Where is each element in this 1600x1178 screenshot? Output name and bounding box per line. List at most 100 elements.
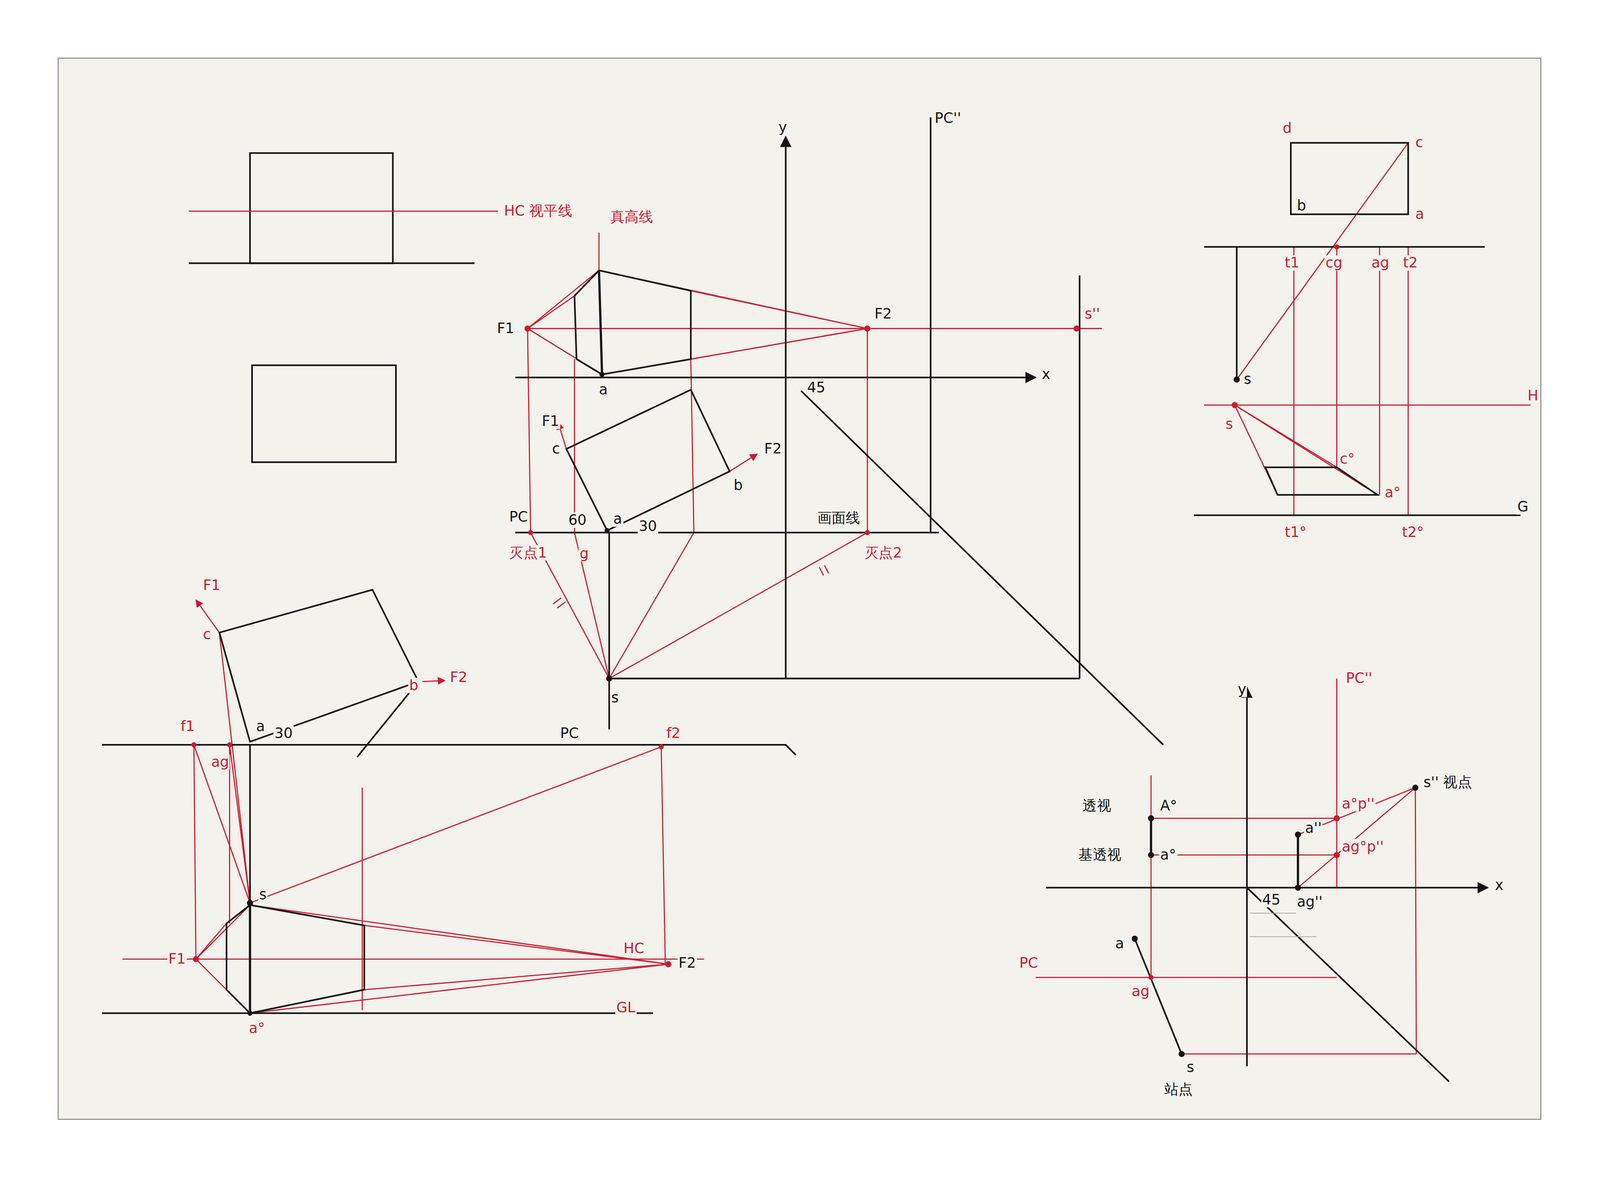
- circle-stroke: [1073, 325, 1080, 332]
- g-stroke: [1231, 244, 1340, 409]
- drawing-label: a°: [1159, 847, 1177, 864]
- drawing-label: y: [777, 119, 789, 136]
- line-stroke: [801, 390, 1164, 745]
- line-stroke: [1298, 787, 1416, 888]
- drawing-label: t2: [1402, 255, 1419, 272]
- drawing-label: x: [1040, 366, 1052, 383]
- drawing-label: s: [1242, 371, 1253, 388]
- line-stroke: [1236, 143, 1409, 380]
- line-stroke: [1293, 246, 1295, 516]
- drawing-label: 30: [273, 725, 294, 742]
- line-stroke: [866, 328, 869, 533]
- path-stroke: [574, 270, 603, 375]
- line-stroke: [1149, 818, 1153, 856]
- line-stroke: [1150, 854, 1337, 856]
- line-stroke: [1246, 687, 1248, 1067]
- path-stroke: [250, 904, 365, 1014]
- circle-stroke: [604, 528, 610, 534]
- drawing-label: s: [258, 887, 268, 903]
- drawing-label: s'' 视点: [1422, 774, 1474, 791]
- line-stroke: [195, 923, 227, 960]
- drawing-label: F1: [540, 413, 561, 430]
- line-stroke: [122, 958, 704, 960]
- drawing-label: b: [732, 477, 744, 494]
- drawing-label: F2: [763, 440, 783, 457]
- line-stroke: [1078, 275, 1081, 679]
- g-stroke: [246, 900, 253, 1017]
- circle-stroke: [1148, 815, 1155, 822]
- drawing-label: A°: [1159, 798, 1179, 815]
- drawing-label: 60: [567, 512, 588, 529]
- circle-stroke: [226, 742, 233, 748]
- drawing-label: ag: [210, 754, 231, 771]
- drawing-label: F1: [167, 951, 187, 967]
- line-stroke: [515, 531, 940, 534]
- g-stroke: [524, 325, 1080, 535]
- circle-stroke: [599, 372, 605, 378]
- drawing-label: ag: [1130, 983, 1151, 1000]
- drawing-label: x: [1493, 877, 1505, 894]
- drawing-label: a: [1114, 936, 1126, 952]
- drawing-label: PC: [508, 509, 529, 526]
- drawing-label: b: [408, 678, 420, 694]
- drawing-label: g: [578, 546, 590, 563]
- drawing-label: F2: [449, 669, 469, 686]
- line-stroke: [250, 964, 669, 1014]
- drawing-label: H: [1526, 388, 1540, 405]
- line-stroke: [729, 453, 758, 472]
- circle-stroke: [247, 1010, 253, 1017]
- drawing-label: F2: [677, 955, 698, 972]
- line-stroke: [598, 232, 600, 271]
- drawing-label: d: [1281, 120, 1293, 137]
- drawing-label: a: [597, 381, 609, 398]
- drawing-label: 基透视: [1077, 847, 1123, 864]
- line-stroke: [248, 904, 252, 1014]
- g-stroke: [1233, 376, 1240, 383]
- line-stroke: [819, 567, 824, 576]
- drawing-label: 30: [637, 518, 659, 535]
- line-stroke: [690, 328, 868, 360]
- line-stroke: [785, 136, 787, 679]
- rect-stroke: [58, 58, 1541, 1120]
- line-stroke: [527, 270, 599, 329]
- circle-stroke: [665, 961, 672, 968]
- line-stroke: [193, 744, 196, 960]
- drawing-label: c°: [1338, 451, 1356, 468]
- drawing-label: HC: [622, 941, 646, 957]
- line-stroke: [1379, 246, 1381, 495]
- polygon-stroke: [1265, 467, 1378, 495]
- drawing-label: ag°p'': [1340, 838, 1385, 855]
- line-stroke: [1150, 817, 1337, 820]
- line-stroke: [102, 1012, 654, 1014]
- line-stroke: [188, 210, 499, 212]
- drawing-label: F2: [873, 306, 893, 323]
- rect-stroke: [1290, 143, 1409, 215]
- line-stroke: [250, 746, 662, 903]
- drawing-label: F1: [496, 320, 516, 337]
- drawing-label: c: [551, 440, 561, 457]
- circle-stroke: [1334, 244, 1340, 250]
- g-stroke: [122, 600, 704, 1014]
- line-stroke: [609, 532, 694, 679]
- circle-stroke: [1178, 1050, 1185, 1057]
- circle-stroke: [864, 530, 871, 536]
- drawing-label: F1: [202, 577, 222, 594]
- circle-stroke: [1233, 376, 1240, 383]
- line-stroke: [1236, 246, 1238, 380]
- drawing-label: b: [1296, 198, 1307, 214]
- line-stroke: [527, 295, 575, 329]
- line-stroke: [1336, 246, 1338, 468]
- line-stroke: [1296, 834, 1300, 888]
- line-stroke: [364, 925, 669, 965]
- line-stroke: [1193, 514, 1521, 517]
- line-stroke: [824, 565, 829, 574]
- circle-stroke: [1294, 831, 1301, 838]
- line-stroke: [690, 290, 868, 329]
- line-stroke: [249, 744, 251, 905]
- line-stroke: [1247, 887, 1450, 1082]
- line-stroke: [1150, 775, 1152, 978]
- line-stroke: [609, 532, 868, 679]
- circle-stroke: [1148, 851, 1155, 858]
- drawing-label: c: [202, 626, 212, 643]
